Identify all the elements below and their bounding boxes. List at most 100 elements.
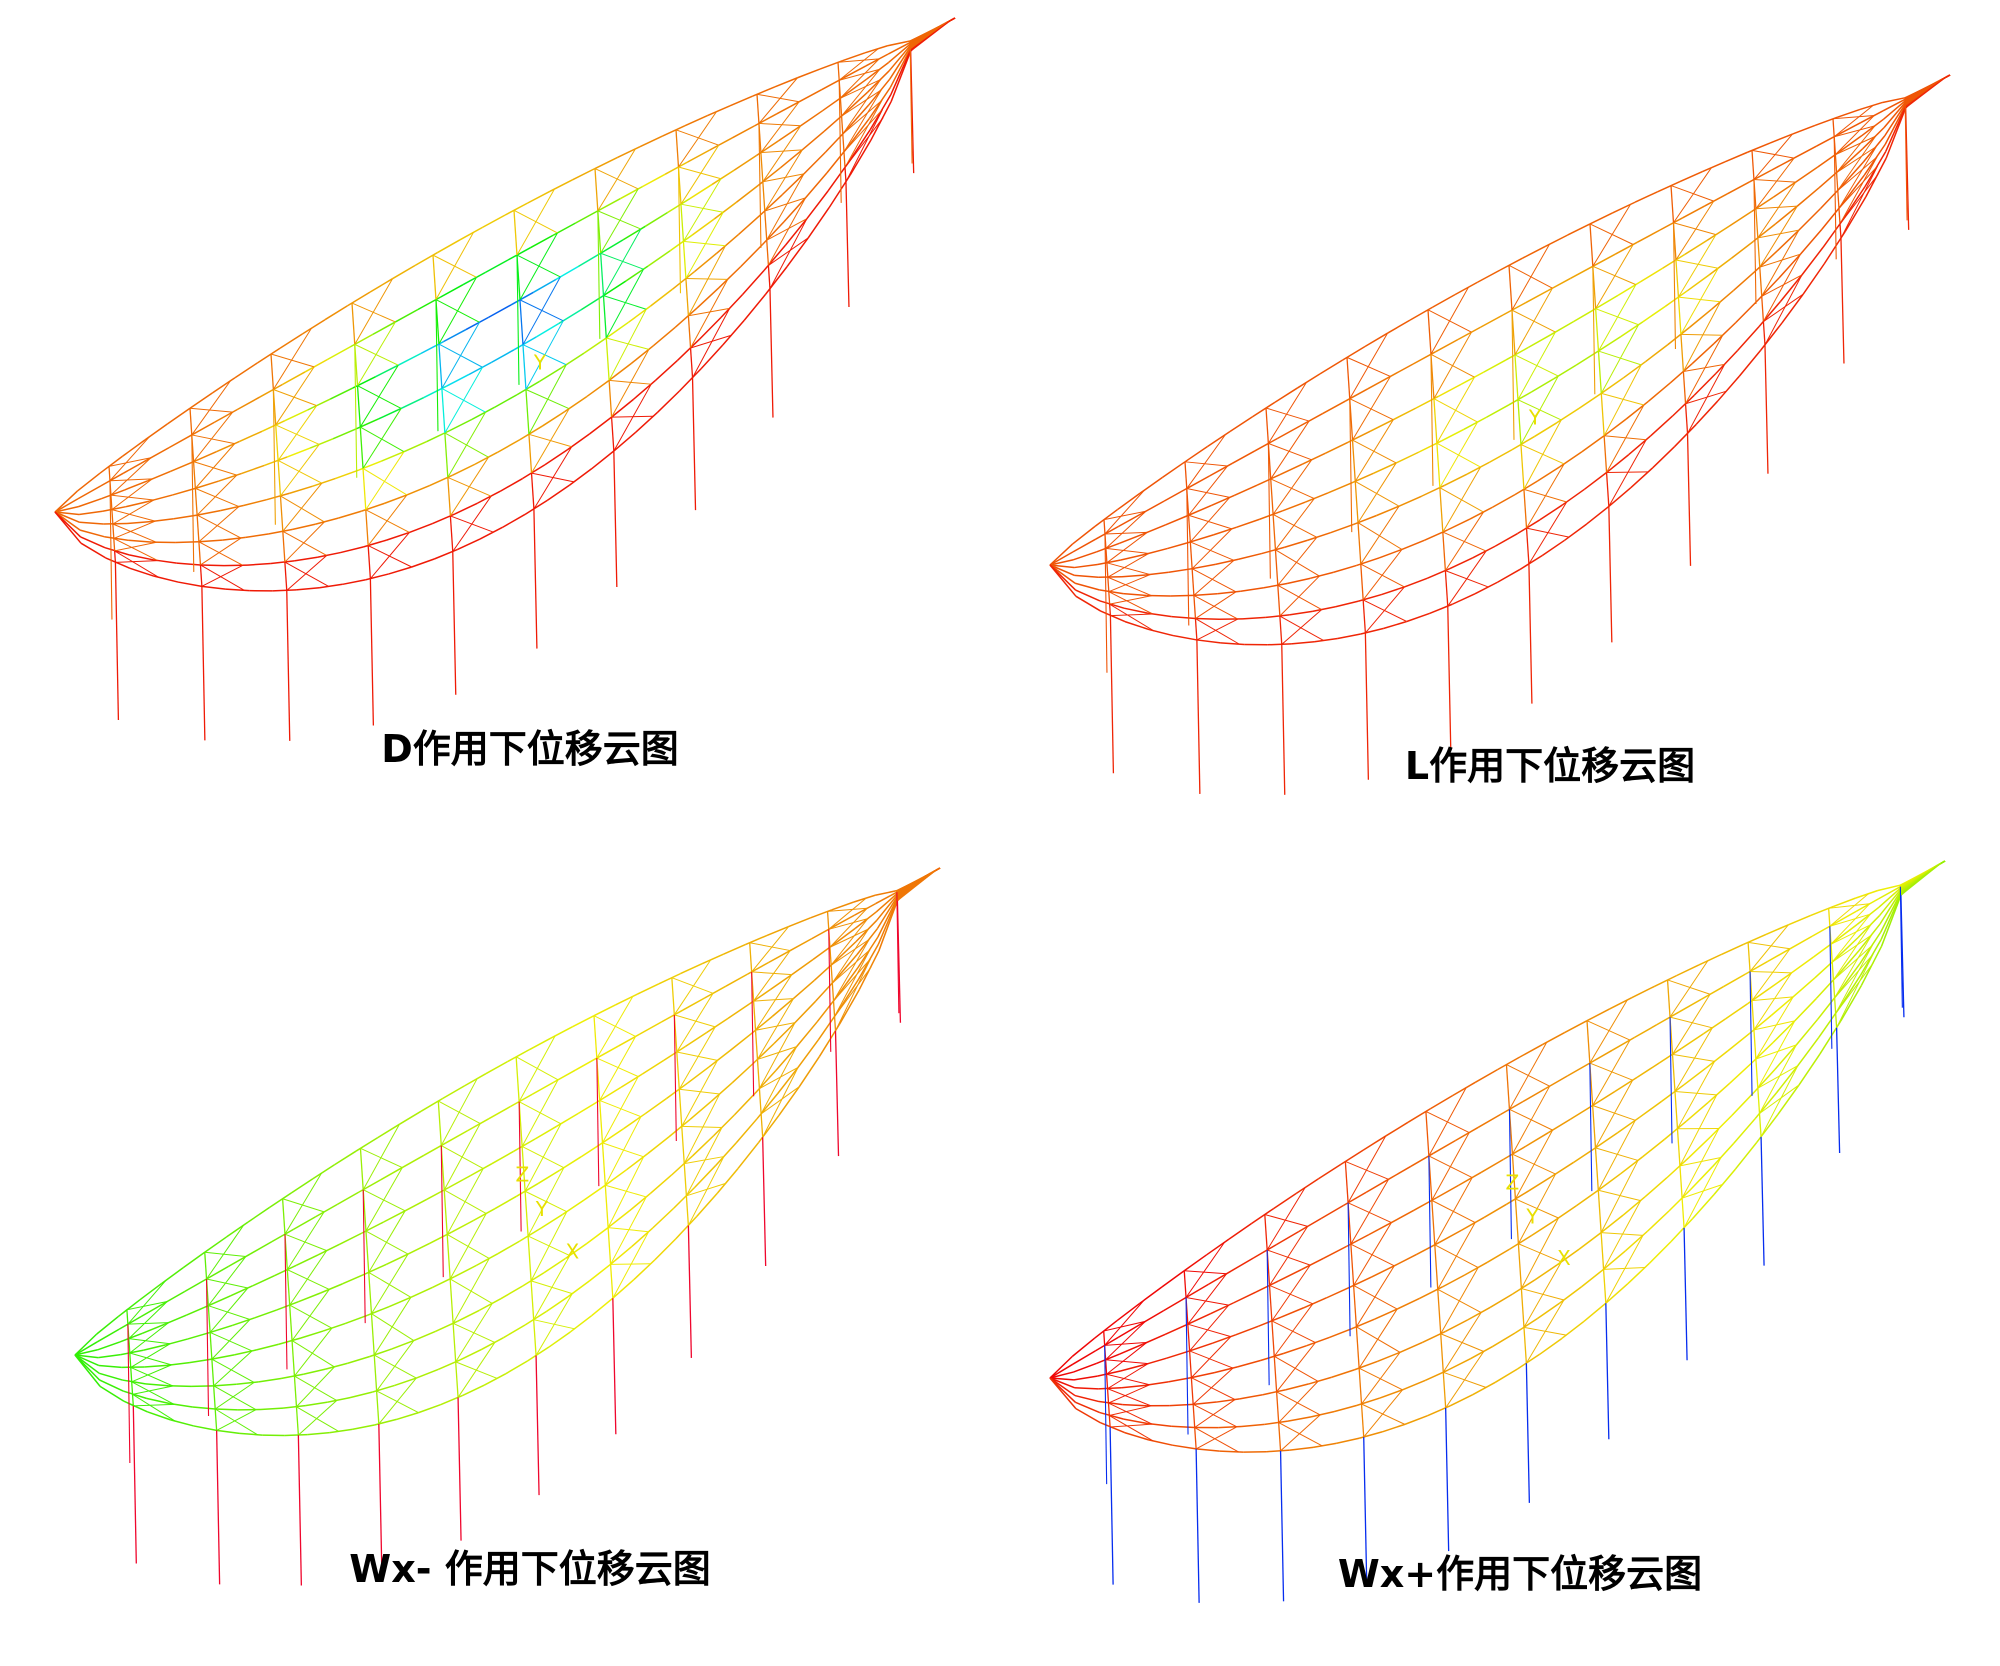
chord-member — [410, 1286, 434, 1298]
chord-member — [1073, 563, 1098, 569]
brace-member — [1361, 1403, 1406, 1425]
chord-member — [204, 1236, 227, 1253]
chord-member — [147, 1411, 171, 1421]
rib-member — [685, 1195, 690, 1226]
brace-member — [112, 523, 157, 543]
chord-member — [1669, 363, 1693, 384]
brace-member — [1267, 382, 1307, 444]
chord-member — [1668, 1188, 1692, 1212]
brace-member — [1358, 1308, 1398, 1369]
brace-member — [127, 1280, 167, 1325]
rib-member — [1106, 1388, 1110, 1404]
rib-member — [1437, 1289, 1442, 1334]
chord-member — [349, 333, 374, 348]
chord-member — [1190, 534, 1214, 543]
chord-member — [474, 451, 498, 465]
brace-member — [1188, 514, 1232, 530]
chord-member — [613, 431, 637, 452]
chord-member — [1209, 462, 1233, 477]
chord-member — [100, 472, 124, 487]
rib-member — [1444, 570, 1449, 607]
chord-member — [1330, 523, 1354, 534]
chord-member — [338, 510, 362, 519]
chord-member — [1166, 1350, 1190, 1359]
chord-member — [593, 1004, 616, 1017]
rib-member — [1597, 1190, 1602, 1233]
chord-member — [416, 1368, 439, 1379]
rib-member — [599, 1100, 604, 1143]
chord-member — [1229, 416, 1253, 433]
chord-member — [215, 1408, 238, 1411]
rib-member — [455, 1361, 459, 1398]
chord-member — [206, 1265, 229, 1280]
rib-member — [607, 1227, 612, 1265]
rib-member — [286, 1269, 291, 1306]
brace-member — [129, 1322, 169, 1354]
chord-member — [459, 1348, 483, 1361]
brace-member — [1349, 332, 1388, 399]
brace-member — [1107, 576, 1152, 597]
displacement-contour-l: Y — [1049, 74, 1951, 795]
chord-member — [1435, 338, 1459, 353]
column-member — [1669, 1017, 1673, 1144]
rib-member — [375, 1390, 380, 1425]
chord-member — [854, 911, 877, 929]
chord-member — [857, 936, 879, 969]
chord-member — [319, 583, 343, 589]
chord-member — [550, 1026, 573, 1039]
chord-member — [1402, 1379, 1426, 1391]
brace-member — [449, 1213, 487, 1280]
chord-member — [1525, 289, 1549, 304]
brace-member — [593, 1015, 636, 1037]
brace-member — [354, 278, 393, 345]
brace-member — [1276, 1342, 1316, 1393]
rib-member — [1679, 1165, 1683, 1199]
rib-member — [1520, 444, 1525, 490]
brace-member — [676, 993, 714, 1053]
brace-member — [289, 1304, 333, 1329]
brace-member — [284, 521, 325, 563]
chord-member — [1857, 915, 1881, 939]
chord-member — [1707, 1082, 1731, 1104]
brace-member — [690, 334, 732, 349]
brace-member — [1195, 1426, 1238, 1450]
chord-member — [1348, 1276, 1373, 1289]
chord-member — [1049, 564, 1076, 584]
column-member — [1109, 1427, 1114, 1585]
chord-member — [1238, 552, 1262, 561]
chord-member — [315, 517, 339, 525]
chord-member — [211, 1354, 235, 1360]
chord-member — [257, 347, 281, 364]
brace-member — [1835, 135, 1876, 156]
chord-member — [878, 900, 899, 952]
brace-member — [1833, 924, 1872, 981]
chord-member — [478, 1298, 502, 1312]
chord-member — [623, 1113, 646, 1130]
chord-member — [1121, 1384, 1146, 1389]
chord-member — [1765, 924, 1789, 936]
chord-member — [1603, 418, 1627, 437]
rib-member — [359, 427, 364, 469]
chord-member — [1751, 1041, 1774, 1064]
chord-member — [1684, 239, 1708, 256]
column-member — [518, 1101, 522, 1232]
brace-member — [130, 1366, 174, 1387]
brace-member — [1753, 179, 1796, 183]
brace-member — [296, 1366, 335, 1408]
chord-member — [1723, 973, 1746, 988]
brace-member — [1357, 522, 1403, 550]
chord-member — [1678, 998, 1702, 1013]
chord-member — [440, 284, 464, 298]
column-member — [1900, 895, 1905, 1018]
chord-member — [1692, 1193, 1715, 1220]
chord-member — [1779, 274, 1803, 302]
chord-member — [1206, 1238, 1230, 1256]
chord-member — [369, 278, 393, 293]
chord-member — [779, 149, 803, 169]
chord-member — [280, 1373, 304, 1380]
chord-member — [864, 45, 888, 54]
chord-member — [770, 973, 793, 991]
brace-member — [284, 1233, 327, 1252]
chord-member — [365, 573, 389, 581]
chord-member — [1843, 185, 1866, 219]
